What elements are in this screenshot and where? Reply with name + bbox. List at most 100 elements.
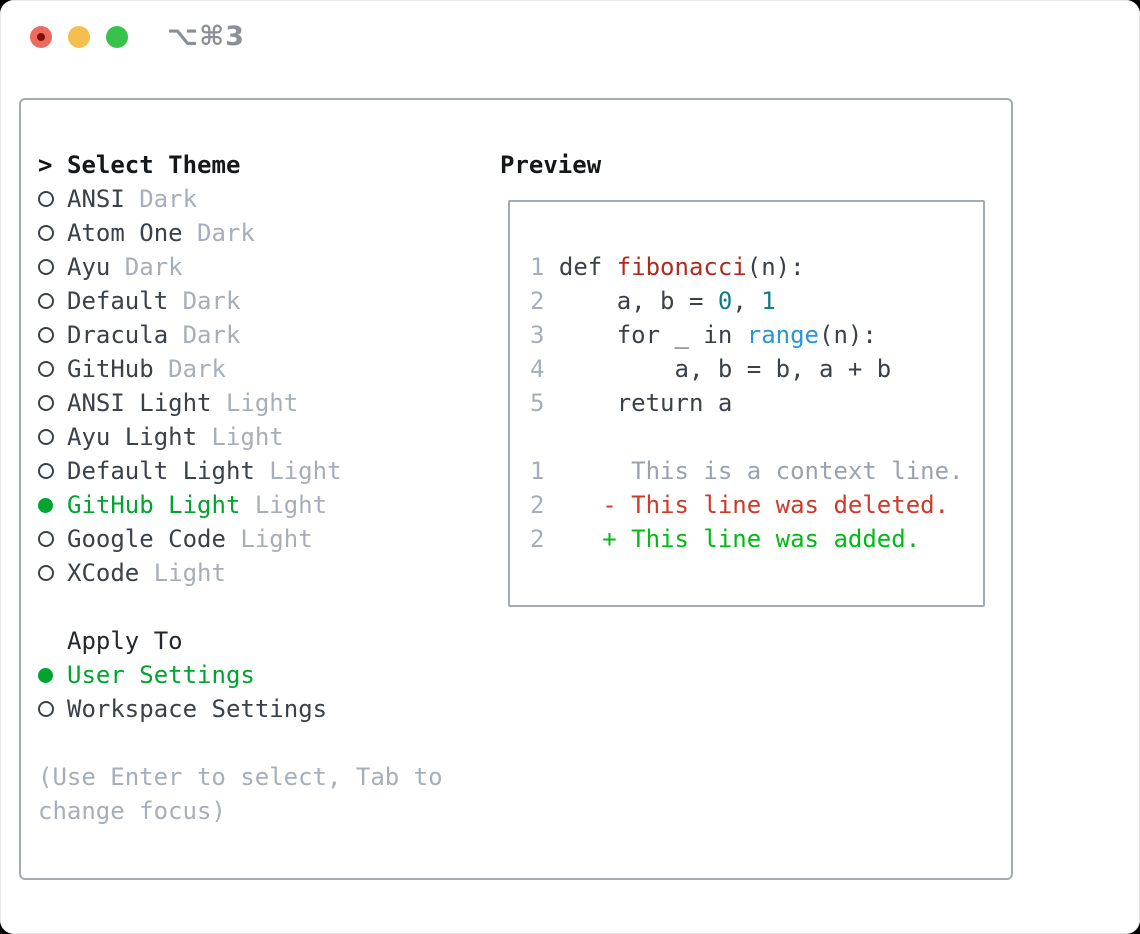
radio-unselected-icon — [38, 463, 67, 479]
theme-name: XCode — [67, 559, 140, 587]
radio-circle — [38, 463, 54, 479]
theme-option-default[interactable]: Default Dark — [38, 284, 443, 318]
theme-variant-badge: Light — [211, 423, 284, 451]
preview-title: Preview — [500, 151, 602, 179]
spacer-row — [38, 726, 443, 760]
close-button-dot-icon — [37, 33, 45, 41]
preview-line: 3 for _ in range(n): — [530, 318, 983, 352]
arrow-glyph: > — [38, 151, 53, 179]
radio-circle — [38, 327, 54, 343]
preview-header: Preview — [500, 148, 601, 182]
preview-blank-line — [530, 420, 983, 454]
theme-option-ansi-light[interactable]: ANSI Light Light — [38, 386, 443, 420]
radio-circle — [38, 259, 54, 275]
code-token: for _ in — [558, 321, 747, 349]
theme-variant-badge: Light — [254, 491, 328, 519]
preview-line: 1 def fibonacci(n): — [530, 250, 983, 284]
code-token: This is a context line. — [558, 457, 964, 485]
radio-unselected-icon — [38, 429, 67, 445]
apply-option-user-settings[interactable]: User Settings — [38, 658, 443, 692]
radio-circle — [38, 191, 54, 207]
code-token: fibonacci — [616, 253, 747, 281]
radio-unselected-icon — [38, 259, 67, 275]
radio-unselected-icon — [38, 293, 67, 309]
preview-line: 1 This is a context line. — [530, 454, 983, 488]
code-token: range — [746, 321, 819, 349]
radio-dot — [38, 667, 53, 683]
code-token: 0 — [717, 287, 733, 315]
theme-variant-badge: Dark — [139, 185, 198, 213]
select-theme-header: > Select Theme — [38, 148, 443, 182]
radio-circle — [38, 225, 54, 241]
minimize-button[interactable] — [68, 26, 90, 48]
theme-name: Default — [67, 287, 169, 315]
theme-option-atom-one[interactable]: Atom One Dark — [38, 216, 443, 250]
apply-option-workspace-settings[interactable]: Workspace Settings — [38, 692, 443, 726]
code-token: 2 — [530, 287, 559, 315]
theme-name: Dracula — [67, 321, 169, 349]
zoom-button[interactable] — [106, 26, 128, 48]
code-token: - This line was deleted. — [558, 491, 950, 519]
radio-unselected-icon — [38, 327, 67, 343]
radio-circle — [38, 701, 54, 717]
code-token: (n): — [746, 253, 805, 281]
theme-name: Atom One — [67, 219, 183, 247]
radio-unselected-icon — [38, 225, 67, 241]
theme-variant-badge: Dark — [182, 287, 241, 315]
code-token: , — [732, 287, 762, 315]
theme-name: Google Code — [67, 525, 226, 553]
radio-unselected-icon — [38, 565, 67, 581]
keyboard-shortcut-label: ⌥⌘3 — [167, 21, 245, 52]
preview-line: 2 + This line was added. — [530, 522, 983, 556]
code-token: 1 — [530, 457, 559, 485]
spacer-row — [38, 590, 443, 624]
preview-line: 2 a, b = 0, 1 — [530, 284, 983, 318]
theme-option-github[interactable]: GitHub Dark — [38, 352, 443, 386]
radio-selected-icon — [38, 667, 67, 683]
radio-unselected-icon — [38, 395, 67, 411]
theme-option-github-light[interactable]: GitHub Light Light — [38, 488, 443, 522]
close-button[interactable] — [30, 26, 52, 48]
code-token: 1 — [761, 287, 776, 315]
preview-line: 4 a, b = b, a + b — [530, 352, 983, 386]
code-token: 2 — [530, 491, 559, 519]
theme-name: ANSI Light — [67, 389, 212, 417]
code-token: 2 — [530, 525, 559, 553]
help-text: (Use Enter to select, Tab to — [38, 763, 443, 791]
theme-name: GitHub — [67, 355, 154, 383]
apply-to-header: Apply To — [38, 624, 443, 658]
code-token: + This line was added. — [558, 525, 921, 553]
theme-variant-badge: Light — [225, 389, 299, 417]
theme-name: Ayu — [67, 253, 111, 281]
radio-unselected-icon — [38, 361, 67, 377]
radio-selected-icon — [38, 497, 67, 513]
radio-unselected-icon — [38, 701, 67, 717]
preview-line: 5 return a — [530, 386, 983, 420]
help-text-line: change focus) — [38, 794, 443, 828]
apply-option-label: Workspace Settings — [67, 695, 328, 723]
focus-arrow-icon: > — [38, 151, 67, 179]
radio-circle — [38, 565, 54, 581]
radio-dot — [38, 497, 53, 513]
theme-variant-badge: Dark — [197, 219, 255, 247]
preview-line: 2 - This line was deleted. — [530, 488, 983, 522]
code-token: (n): — [819, 321, 877, 349]
radio-unselected-icon — [38, 191, 67, 207]
code-token: return a — [558, 389, 733, 417]
code-token: def — [558, 253, 617, 281]
select-theme-title: Select Theme — [67, 151, 241, 179]
theme-variant-badge: Dark — [168, 355, 226, 383]
radio-circle — [38, 531, 54, 547]
theme-name: GitHub Light — [67, 491, 241, 519]
radio-circle — [38, 429, 54, 445]
